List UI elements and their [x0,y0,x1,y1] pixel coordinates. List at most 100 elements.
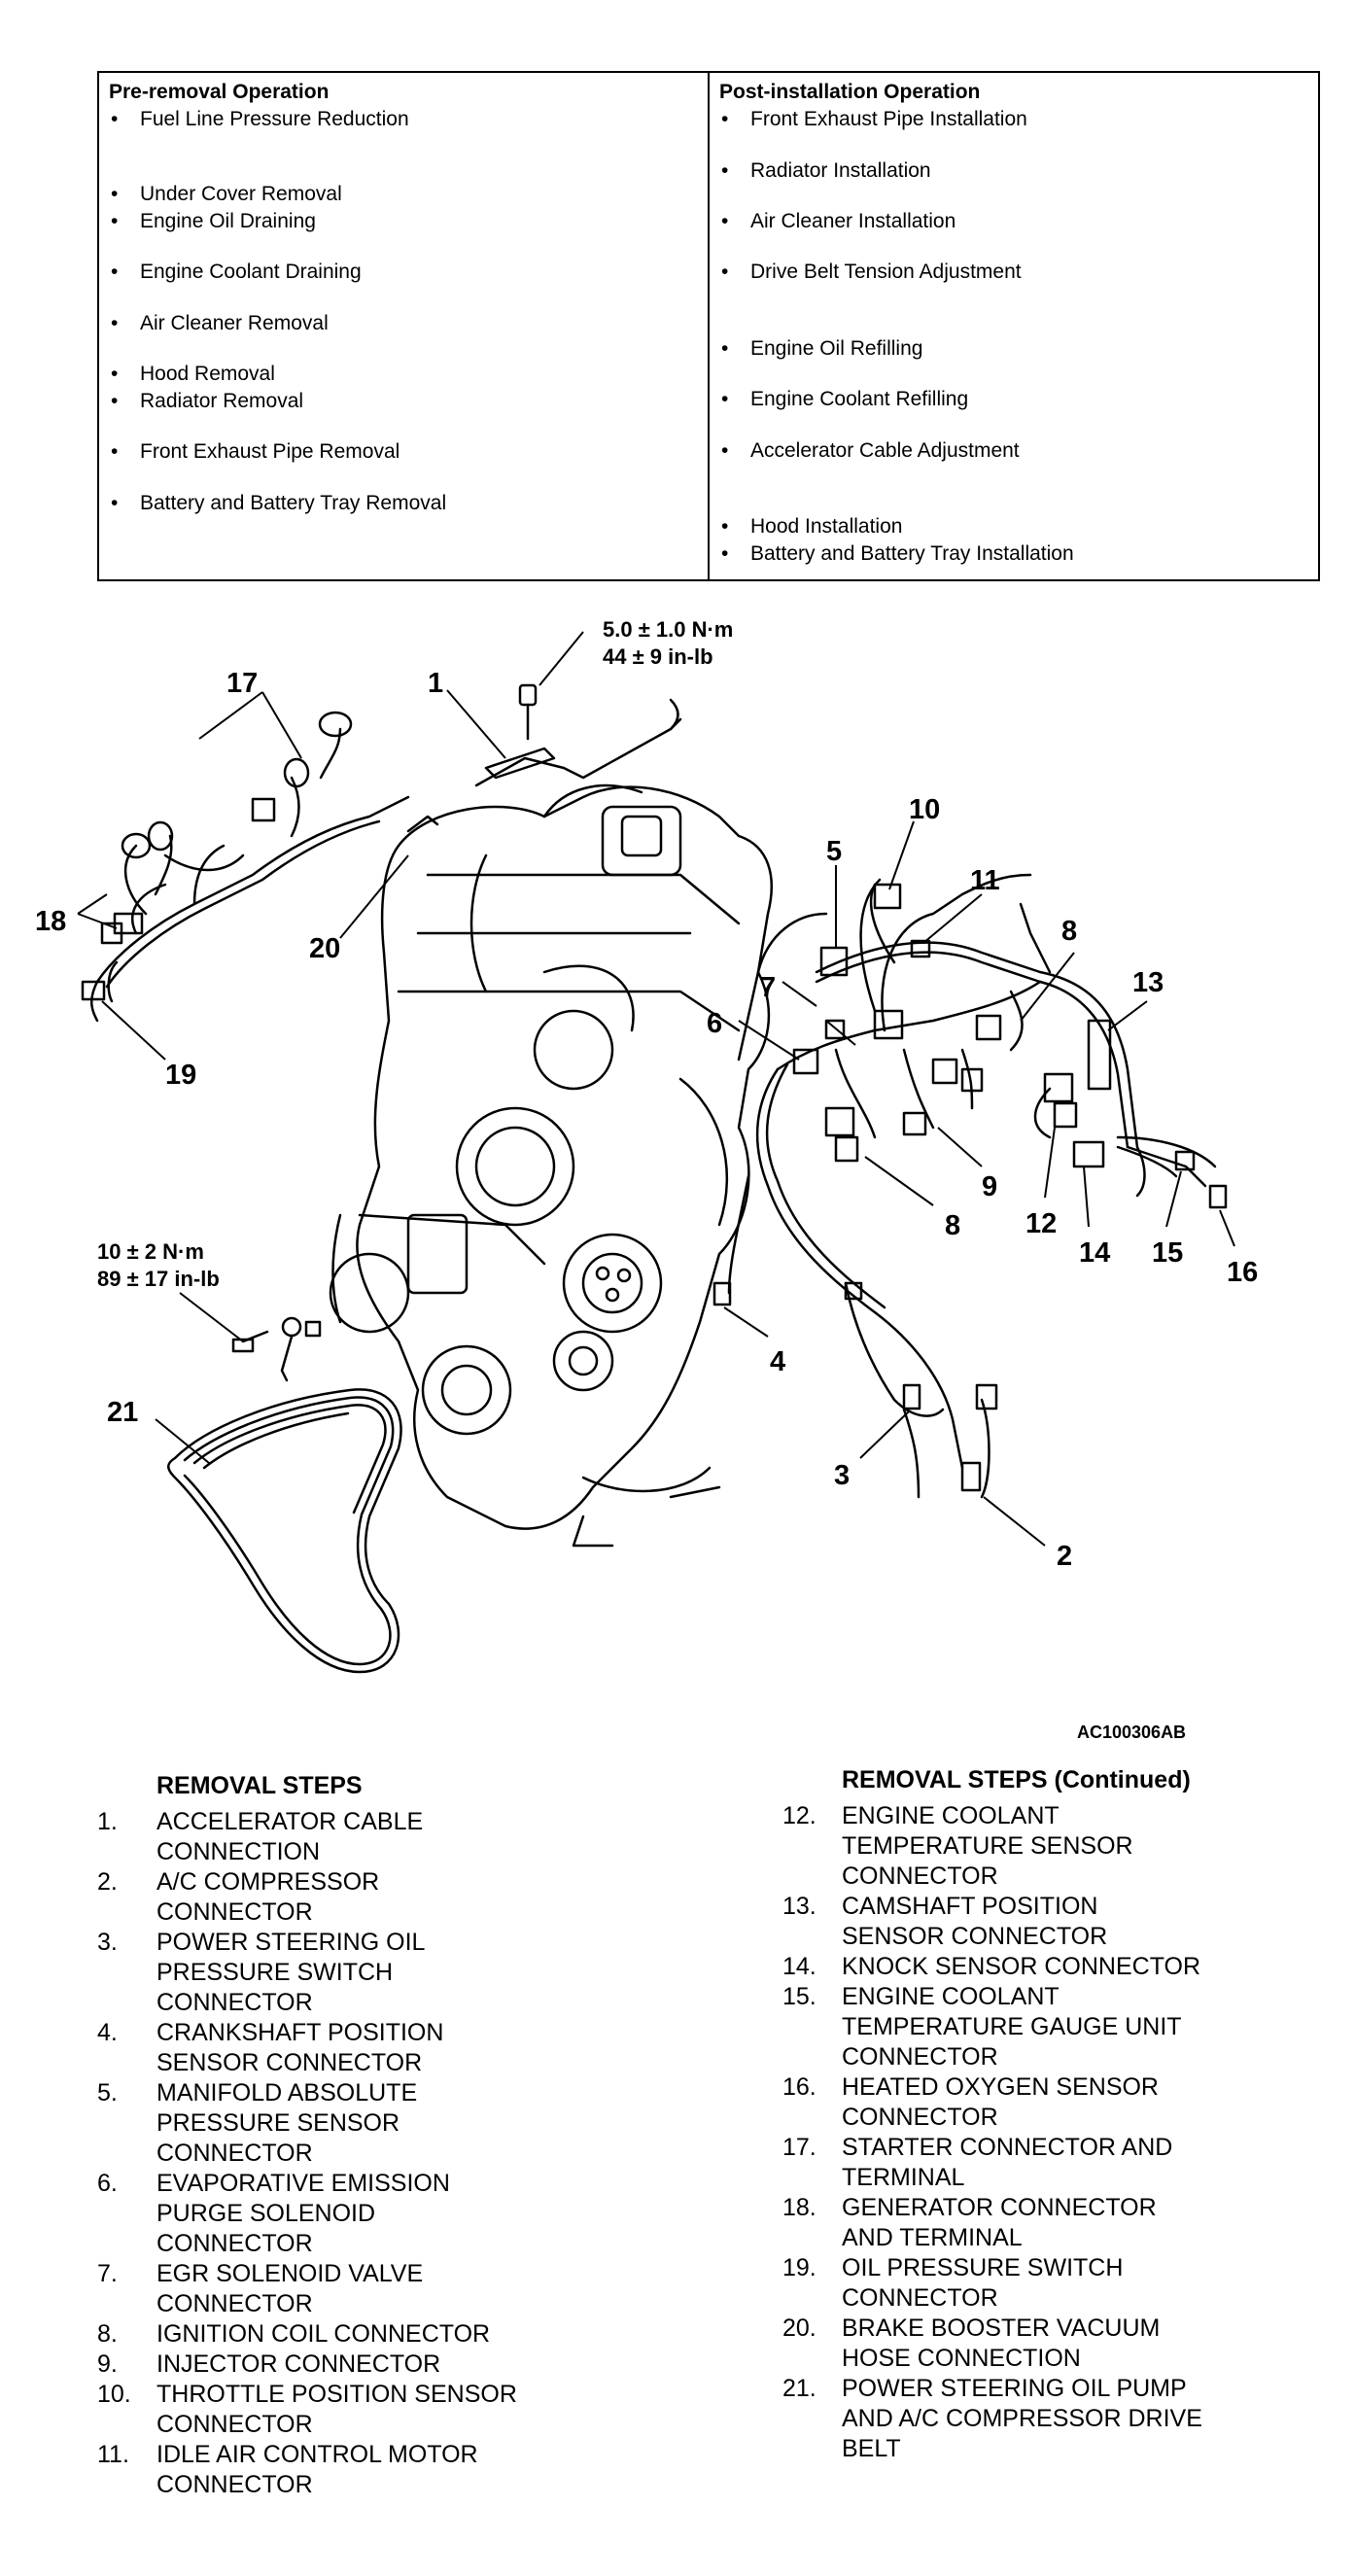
callout-12: 12 [1025,1208,1057,1239]
step-number: 15. [782,1983,816,2010]
step-text: EGR SOLENOID VALVE CONNECTOR [156,2260,424,2317]
callout-16: 16 [1227,1257,1258,1288]
torque-top-value: 5.0 ± 1.0 N·m [603,617,733,642]
post-installation-item: Radiator Installation [721,159,931,183]
post-installation-item: Hood Installation [721,515,902,539]
step-text: THROTTLE POSITION SENSOR CONNECTOR [156,2381,517,2438]
removal-step: 15. ENGINE COOLANT TEMPERATURE GAUGE UNIT… [782,1982,1346,2072]
step-number: 19. [782,2254,816,2281]
removal-step: 5. MANIFOLD ABSOLUTE PRESSURE SENSOR CONN… [97,2078,642,2169]
engine-illustration [81,683,1228,1674]
step-text: INJECTOR CONNECTOR [156,2350,441,2378]
pre-removal-item: Engine Oil Draining [111,210,316,233]
step-number: 20. [782,2315,816,2342]
pre-removal-item: Battery and Battery Tray Removal [111,492,446,515]
step-text: GENERATOR CONNECTOR AND TERMINAL [842,2194,1157,2251]
leader-lines [77,631,1235,1547]
post-installation-item: Air Cleaner Installation [721,210,955,233]
pre-removal-item: Hood Removal [111,363,275,386]
callout-8-bottom: 8 [945,1210,960,1241]
torque-left-value: 10 ± 2 N·m [97,1239,204,1264]
step-text: MANIFOLD ABSOLUTE PRESSURE SENSOR CONNEC… [156,2079,418,2167]
removal-steps-continued-list: REMOVAL STEPS (Continued) 12.ENGINE COOL… [782,1765,1346,2464]
step-text: ACCELERATOR CABLE CONNECTION [156,1808,424,1865]
removal-step: 11. IDLE AIR CONTROL MOTOR CONNECTOR [97,2440,642,2500]
step-number: 6. [97,2170,118,2197]
step-number: 4. [97,2019,118,2046]
removal-step: 14. KNOCK SENSOR CONNECTOR [782,1952,1346,1982]
callout-20: 20 [309,933,340,964]
callout-5: 5 [826,836,842,867]
engine-wiring-diagram: 5.0 ± 1.0 N·m 44 ± 9 in-lb 10 ± 2 N·m 89… [35,617,1258,1674]
pre-removal-item: Under Cover Removal [111,183,342,206]
step-number: 8. [97,2320,118,2348]
removal-step: 2.A/C COMPRESSOR CONNECTOR [97,1867,642,1928]
removal-step: 3. POWER STEERING OIL PRESSURE SWITCH CON… [97,1928,642,2018]
post-installation-column: Post-installation Operation Front Exhaus… [708,73,1318,579]
pre-removal-item: Engine Coolant Draining [111,261,362,284]
step-number: 16. [782,2073,816,2101]
callout-10: 10 [909,794,940,825]
post-installation-item: Drive Belt Tension Adjustment [721,261,1022,284]
callout-4: 4 [770,1346,785,1377]
callout-7: 7 [760,972,776,1003]
callout-18: 18 [35,906,66,937]
removal-step: 13.CAMSHAFT POSITION SENSOR CONNECTOR [782,1892,1346,1952]
removal-step: 9. INJECTOR CONNECTOR [97,2350,642,2380]
removal-step: 20. BRAKE BOOSTER VACUUM HOSE CONNECTION [782,2314,1346,2374]
removal-step: 8. IGNITION COIL CONNECTOR [97,2319,642,2350]
removal-step: 21.POWER STEERING OIL PUMP AND A/C COMPR… [782,2374,1346,2464]
step-text: ENGINE COOLANT TEMPERATURE GAUGE UNIT CO… [842,1983,1182,2071]
step-number: 5. [97,2079,118,2106]
post-installation-title: Post-installation Operation [719,81,981,103]
callout-13: 13 [1132,967,1164,998]
callout-19: 19 [165,1060,196,1091]
removal-step: 17.STARTER CONNECTOR AND TERMINAL [782,2133,1346,2193]
callout-1: 1 [428,668,443,699]
post-installation-item: Engine Coolant Refilling [721,388,968,411]
step-text: IGNITION COIL CONNECTOR [156,2320,491,2348]
step-number: 3. [97,1929,118,1956]
removal-steps-list: REMOVAL STEPS 1. ACCELERATOR CABLE CONNEC… [97,1771,642,2500]
step-number: 14. [782,1953,816,1980]
step-number: 1. [97,1808,118,1835]
removal-steps-continued-title: REMOVAL STEPS (Continued) [842,1766,1191,1793]
callout-6: 6 [707,1008,722,1039]
step-number: 21. [782,2375,816,2402]
step-number: 18. [782,2194,816,2221]
removal-step: 10.THROTTLE POSITION SENSOR CONNECTOR [97,2380,642,2440]
step-text: POWER STEERING OIL PRESSURE SWITCH CONNE… [156,1929,426,2016]
step-text: IDLE AIR CONTROL MOTOR CONNECTOR [156,2441,478,2498]
callout-9: 9 [982,1171,997,1202]
step-number: 12. [782,1802,816,1829]
removal-step: 4. CRANKSHAFT POSITION SENSOR CONNECTOR [97,2018,642,2078]
step-text: STARTER CONNECTOR AND TERMINAL [842,2134,1173,2191]
step-number: 9. [97,2350,118,2378]
removal-steps-title: REMOVAL STEPS [156,1772,363,1799]
post-installation-item: Battery and Battery Tray Installation [721,542,1074,566]
torque-top-inlb: 44 ± 9 in-lb [603,644,713,669]
step-number: 11. [97,2441,129,2468]
callout-15: 15 [1152,1237,1183,1269]
callout-11: 11 [970,865,1000,896]
step-text: CAMSHAFT POSITION SENSOR CONNECTOR [842,1893,1108,1950]
step-text: CRANKSHAFT POSITION SENSOR CONNECTOR [156,2019,444,2076]
callout-14: 14 [1079,1237,1110,1269]
removal-step: 12.ENGINE COOLANT TEMPERATURE SENSOR CON… [782,1801,1346,1892]
step-number: 2. [97,1868,118,1896]
pre-removal-column: Pre-removal Operation Fuel Line Pressure… [99,73,708,579]
callout-21: 21 [107,1397,138,1428]
removal-step: 6.EVAPORATIVE EMISSION PURGE SOLENOID CO… [97,2169,642,2259]
step-number: 7. [97,2260,118,2287]
pre-removal-item: Radiator Removal [111,390,303,413]
step-text: HEATED OXYGEN SENSOR CONNECTOR [842,2073,1159,2131]
post-installation-item: Accelerator Cable Adjustment [721,439,1020,463]
operations-table: Pre-removal Operation Fuel Line Pressure… [97,71,1320,581]
removal-step: 19. OIL PRESSURE SWITCH CONNECTOR [782,2253,1346,2314]
post-installation-item: Front Exhaust Pipe Installation [721,108,1027,131]
callout-8-top: 8 [1061,916,1077,947]
step-text: OIL PRESSURE SWITCH CONNECTOR [842,2254,1124,2312]
removal-step: 16. HEATED OXYGEN SENSOR CONNECTOR [782,2072,1346,2133]
step-text: KNOCK SENSOR CONNECTOR [842,1953,1201,1980]
step-text: BRAKE BOOSTER VACUUM HOSE CONNECTION [842,2315,1161,2372]
